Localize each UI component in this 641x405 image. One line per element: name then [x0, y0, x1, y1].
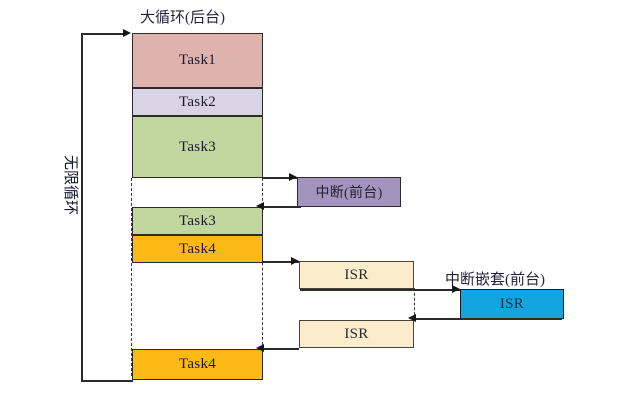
interrupt-box-label: 中断(前台): [315, 186, 383, 201]
task-block-task3-resumed[interactable]: Task3: [132, 207, 263, 235]
timeline-guide-right: [414, 288, 415, 320]
timeline-guide-mid: [262, 178, 263, 350]
task-block-task4-resumed[interactable]: Task4: [132, 349, 263, 380]
nested-interrupt-title: 中断嵌套(前台): [445, 272, 545, 288]
task-block-label: Task3: [178, 212, 217, 229]
interrupt-enter-arrowhead: [289, 173, 297, 181]
isr-box-upper[interactable]: ISR: [299, 261, 414, 289]
isr-box-lower[interactable]: ISR: [299, 320, 414, 348]
nested-isr-box[interactable]: ISR: [460, 289, 564, 319]
task-block-label: Task2: [178, 93, 217, 110]
loop-left-segment: [81, 33, 83, 381]
isr-box-label: ISR: [344, 266, 369, 283]
task-block-task1[interactable]: Task1: [132, 33, 263, 88]
main-loop-title: 大循环(后台): [140, 10, 225, 26]
loop-entry-arrowhead: [123, 29, 131, 37]
timeline-guide-left: [131, 178, 132, 376]
interrupt-enter-line: [263, 177, 297, 179]
interrupt-return-arrowhead: [256, 202, 264, 210]
nested-isr-return-line: [415, 318, 562, 320]
task-block-label: Task3: [178, 138, 217, 155]
nested-isr-enter-line: [300, 289, 460, 291]
interrupt-return-line: [263, 206, 301, 208]
task-block-label: Task1: [178, 52, 217, 68]
infinite-loop-label: 无限循环: [62, 155, 78, 216]
isr-enter-line: [263, 261, 299, 263]
nested-isr-enter-arrowhead: [452, 285, 460, 293]
loop-top-segment: [81, 33, 125, 35]
nested-isr-label: ISR: [499, 295, 525, 312]
isr-return-line: [263, 348, 299, 350]
task-block-label: Task4: [178, 240, 217, 257]
task-block-task3-first[interactable]: Task3: [132, 116, 263, 178]
task-block-label: Task4: [178, 356, 217, 372]
isr-return-arrowhead: [256, 344, 264, 352]
isr-box-label: ISR: [344, 325, 369, 342]
task-block-task4-first[interactable]: Task4: [132, 235, 263, 263]
loop-bottom-segment: [81, 380, 133, 382]
interrupt-box[interactable]: 中断(前台): [297, 177, 401, 207]
isr-enter-arrowhead: [291, 257, 299, 265]
nested-isr-return-arrowhead: [408, 314, 416, 322]
task-block-task2[interactable]: Task2: [132, 88, 263, 116]
